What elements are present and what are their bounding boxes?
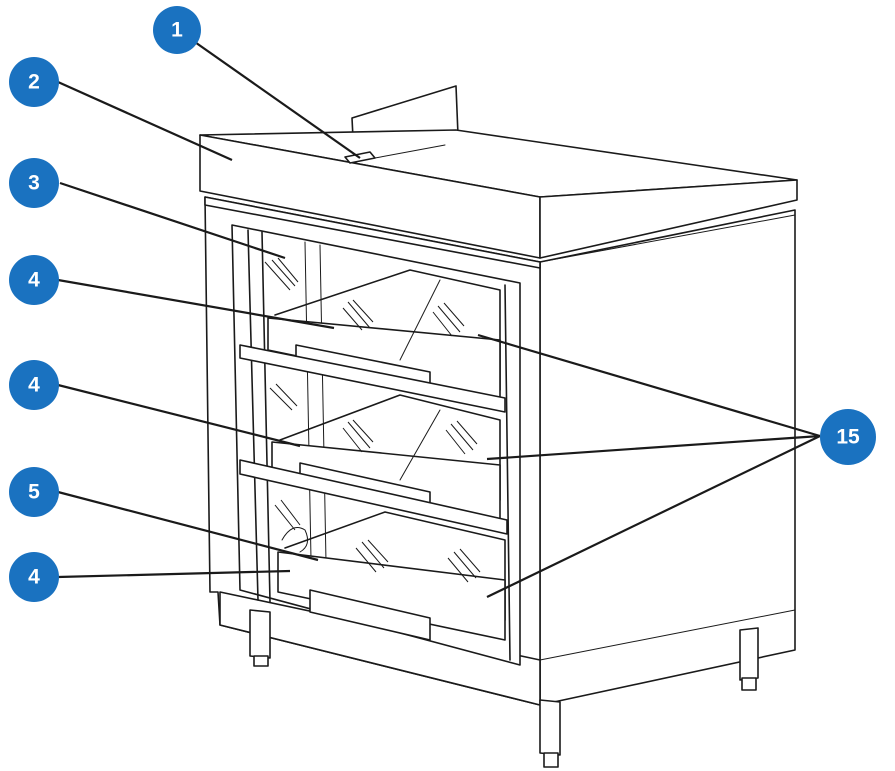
- callout-4-lower: 4: [9, 552, 59, 602]
- legs: [249, 609, 759, 768]
- callout-4-middle: 4: [9, 360, 59, 410]
- svg-text:15: 15: [836, 426, 860, 449]
- svg-text:4: 4: [28, 566, 40, 589]
- svg-text:5: 5: [28, 481, 40, 504]
- drawer-top: [239, 257, 506, 413]
- drawer-middle: [239, 383, 508, 535]
- drawer-bottom: [274, 499, 506, 641]
- leader-lines: [57, 39, 821, 598]
- svg-text:1: 1: [171, 19, 183, 42]
- svg-text:4: 4: [28, 374, 40, 397]
- svg-text:4: 4: [28, 269, 40, 292]
- callout-5: 5: [9, 467, 59, 517]
- svg-text:2: 2: [28, 71, 40, 94]
- callout-2: 2: [9, 57, 59, 107]
- callout-15: 15: [820, 409, 876, 465]
- callout-3: 3: [9, 158, 59, 208]
- callout-4-upper: 4: [9, 255, 59, 305]
- svg-text:3: 3: [28, 172, 40, 195]
- drawer-handle: [309, 589, 431, 641]
- callout-1: 1: [153, 6, 201, 54]
- countertop: [199, 85, 798, 269]
